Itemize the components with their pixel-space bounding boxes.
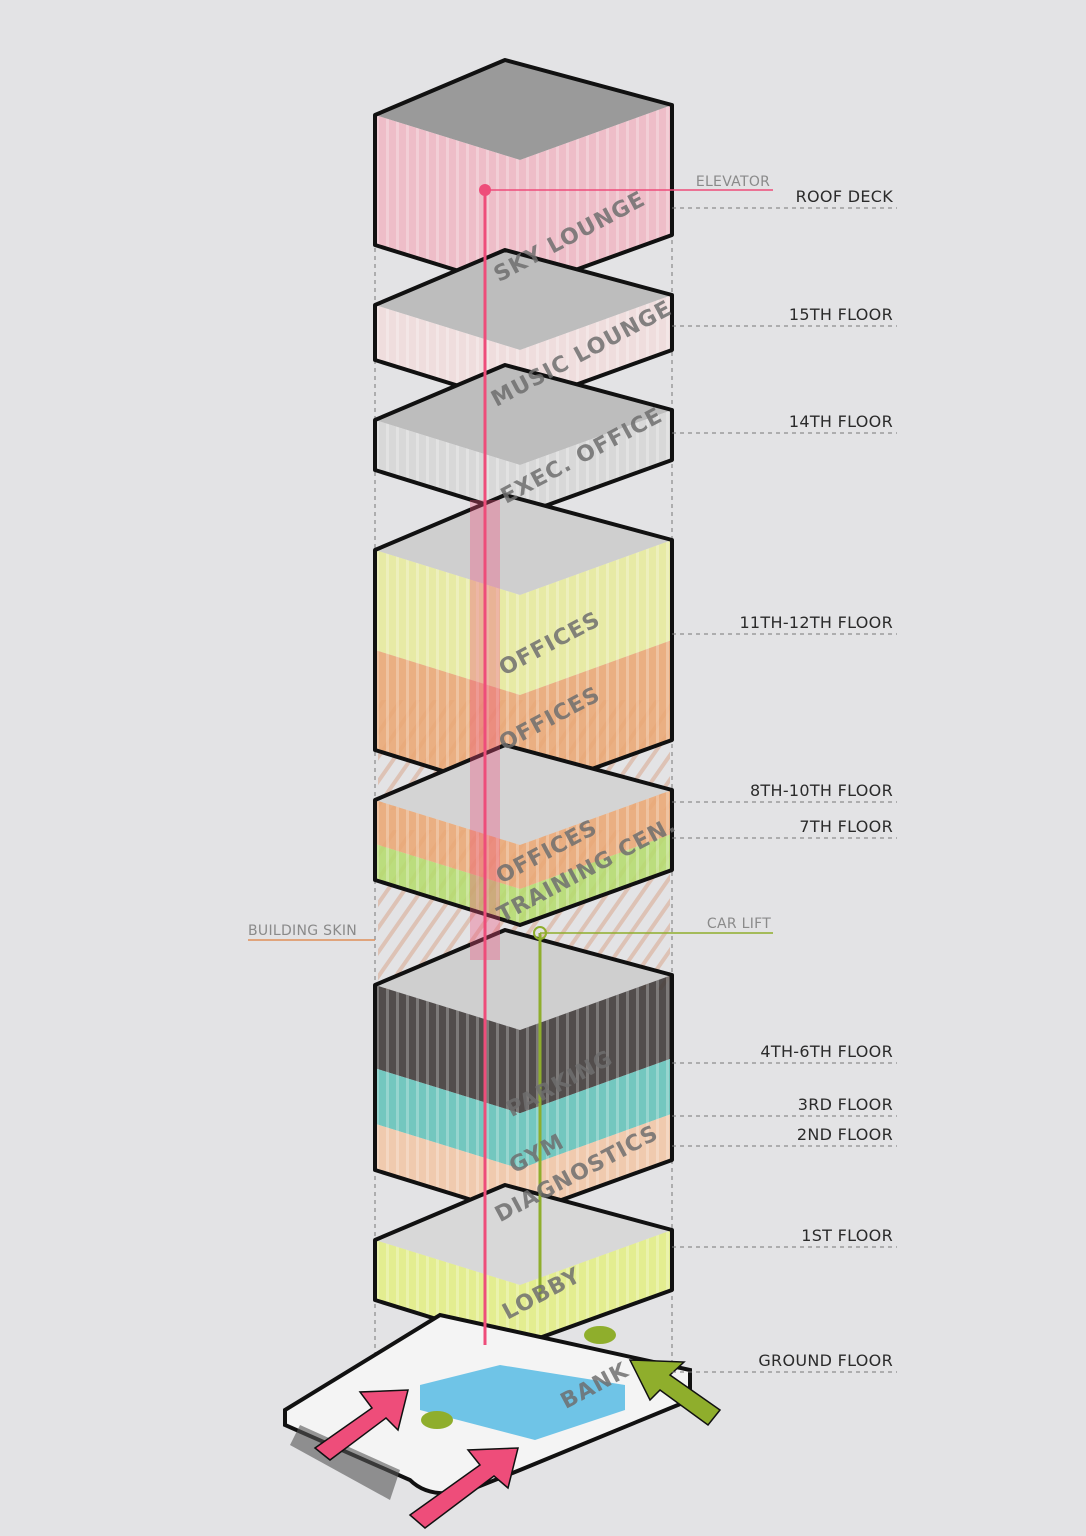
- floor-label: 2ND FLOOR: [797, 1125, 893, 1144]
- car-entry-arrow: [628, 1359, 722, 1427]
- floor-label-list: ROOF DECK 15TH FLOOR 14TH FLOOR 11TH-12TH F…: [672, 187, 897, 1373]
- facade-stripes: [375, 540, 672, 795]
- floor-label: GROUND FLOOR: [758, 1351, 893, 1370]
- floor-label: ROOF DECK: [796, 187, 894, 206]
- facade-stripes: [375, 105, 672, 290]
- floor-label: 11TH-12TH FLOOR: [739, 613, 893, 632]
- elevator-callout: ELEVATOR: [696, 174, 770, 190]
- floor-label: 8TH-10TH FLOOR: [750, 781, 893, 800]
- floor-label: 7TH FLOOR: [799, 817, 893, 836]
- car-lift-callout: CAR LIFT: [707, 916, 771, 932]
- bank-volume: [420, 1365, 625, 1440]
- block-outline: [373, 248, 674, 407]
- block-outline: [373, 58, 674, 292]
- facade-stripes: [375, 790, 672, 925]
- facade-stripes: [375, 410, 672, 515]
- facade-stripes: [375, 295, 672, 405]
- block-outline: [373, 1183, 674, 1347]
- floor-blocks: [373, 58, 674, 1347]
- floor-label: 4TH-6TH FLOOR: [760, 1042, 893, 1061]
- pedestrian-entry-arrow-1: [313, 1389, 409, 1461]
- floor-label: 3RD FLOOR: [798, 1095, 893, 1114]
- ground-floor-slab: [283, 1312, 692, 1500]
- 7th-10th-floor-block: [373, 743, 674, 927]
- facade-stripes: [375, 975, 672, 1215]
- 15th-floor-block: [373, 248, 674, 407]
- building-skin-callout: BUILDING SKIN: [248, 923, 357, 939]
- pedestrian-entry-arrow-2: [408, 1447, 519, 1529]
- floor-label: 14TH FLOOR: [789, 412, 893, 431]
- elevator-core: [470, 500, 500, 960]
- block-outline: [373, 743, 674, 927]
- 14th-floor-block: [373, 363, 674, 517]
- block-outline: [373, 928, 674, 1217]
- block-outline: [373, 363, 674, 517]
- floor-label: 15TH FLOOR: [789, 305, 893, 324]
- block-outline: [373, 493, 674, 797]
- floor-label: 1ST FLOOR: [801, 1226, 893, 1245]
- 2nd-6th-floor-block: [373, 928, 674, 1217]
